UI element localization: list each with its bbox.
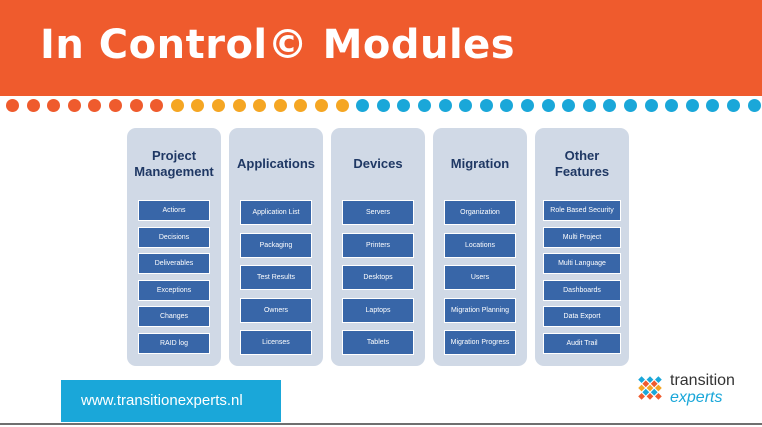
module-item: Actions bbox=[138, 200, 210, 221]
divider-dot bbox=[88, 99, 102, 112]
divider-dot bbox=[665, 99, 679, 112]
divider-dot bbox=[397, 99, 411, 112]
website-url: www.transitionexperts.nl bbox=[81, 392, 243, 409]
module-item: Migration Progress bbox=[444, 330, 516, 355]
module-item: Tablets bbox=[342, 330, 414, 355]
logo-square bbox=[650, 388, 658, 396]
divider-dot bbox=[6, 99, 19, 112]
module-item: Licenses bbox=[240, 330, 312, 355]
divider-dot bbox=[644, 99, 658, 112]
divider-dot bbox=[418, 99, 431, 112]
module-item: Exceptions bbox=[138, 279, 210, 301]
divider-dot bbox=[67, 99, 81, 112]
module-item: Desktops bbox=[342, 265, 414, 290]
divider-dot bbox=[253, 99, 267, 112]
logo-square bbox=[646, 393, 654, 400]
logo-word-transition: transition bbox=[670, 372, 735, 389]
slide-title: In Control© Modules bbox=[40, 22, 516, 68]
divider-dot bbox=[26, 99, 40, 112]
logo-square bbox=[655, 384, 662, 392]
divider-dot bbox=[191, 99, 205, 112]
divider-dot bbox=[685, 99, 699, 112]
divider-dot bbox=[376, 99, 390, 112]
divider-dot bbox=[521, 99, 534, 112]
module-item: Changes bbox=[138, 306, 210, 327]
divider-dot bbox=[706, 99, 720, 112]
divider-dot bbox=[603, 99, 617, 112]
divider-dot bbox=[500, 99, 514, 112]
module-item: RAID log bbox=[138, 332, 210, 354]
divider-dot bbox=[356, 99, 370, 112]
logo-square bbox=[655, 376, 662, 383]
module-item: Deliverables bbox=[138, 253, 210, 274]
logo-square bbox=[638, 384, 645, 392]
module-item: Organization bbox=[444, 200, 516, 225]
module-title: Other Features bbox=[554, 148, 610, 179]
logo-square bbox=[655, 393, 662, 400]
divider-dot bbox=[47, 99, 61, 112]
dot-divider bbox=[6, 99, 762, 115]
module-item: Users bbox=[444, 265, 516, 290]
divider-dot bbox=[109, 99, 122, 112]
module-title: Project Management bbox=[134, 148, 214, 179]
title-banner: In Control© Modules bbox=[0, 0, 762, 96]
module-item: Owners bbox=[240, 297, 312, 323]
logo-square bbox=[638, 393, 645, 400]
divider-dot bbox=[562, 99, 576, 112]
module-item: Printers bbox=[342, 232, 414, 258]
logo-square bbox=[638, 376, 645, 383]
divider-dot bbox=[129, 99, 143, 112]
logo-square bbox=[642, 388, 650, 396]
divider-dot bbox=[459, 99, 473, 112]
logo-square bbox=[646, 384, 654, 392]
module-item: Decisions bbox=[138, 226, 210, 248]
module-item: Laptops bbox=[342, 297, 414, 323]
logo-square bbox=[642, 380, 650, 388]
divider-dot bbox=[747, 99, 761, 112]
logo-mark-icon bbox=[638, 376, 662, 400]
divider-dot bbox=[212, 99, 225, 112]
transition-experts-logo: transition experts bbox=[632, 370, 756, 410]
logo-square bbox=[646, 376, 654, 383]
module-item: Dashboards bbox=[543, 279, 621, 301]
module-item: Test Results bbox=[240, 265, 312, 290]
divider-dot bbox=[273, 99, 287, 112]
module-item: Audit Trail bbox=[543, 332, 621, 354]
module-item: Packaging bbox=[240, 232, 312, 258]
module-item: Role Based Security bbox=[543, 200, 621, 221]
module-title: Applications bbox=[236, 156, 315, 171]
logo-square bbox=[650, 380, 658, 388]
divider-dot bbox=[150, 99, 164, 112]
url-banner: www.transitionexperts.nl bbox=[61, 380, 281, 422]
logo-word-experts: experts bbox=[670, 389, 723, 406]
module-title: Migration bbox=[450, 156, 510, 171]
divider-dot bbox=[315, 99, 328, 112]
module-item: Multi Language bbox=[543, 253, 621, 274]
divider-dot bbox=[232, 99, 246, 112]
divider-dot bbox=[438, 99, 452, 112]
divider-dot bbox=[727, 99, 740, 112]
divider-dot bbox=[624, 99, 637, 112]
module-item: Migration Planning bbox=[444, 297, 516, 323]
module-item: Multi Project bbox=[543, 226, 621, 248]
divider-dot bbox=[541, 99, 555, 112]
module-item: Servers bbox=[342, 200, 414, 225]
divider-dot bbox=[170, 99, 184, 112]
divider-dot bbox=[335, 99, 349, 112]
module-item: Application List bbox=[240, 200, 312, 225]
divider-dot bbox=[479, 99, 493, 112]
module-item: Locations bbox=[444, 232, 516, 258]
divider-dot bbox=[582, 99, 596, 112]
divider-dot bbox=[294, 99, 308, 112]
module-title: Devices bbox=[353, 156, 403, 171]
footer-divider bbox=[0, 423, 762, 425]
module-item: Data Export bbox=[543, 306, 621, 327]
